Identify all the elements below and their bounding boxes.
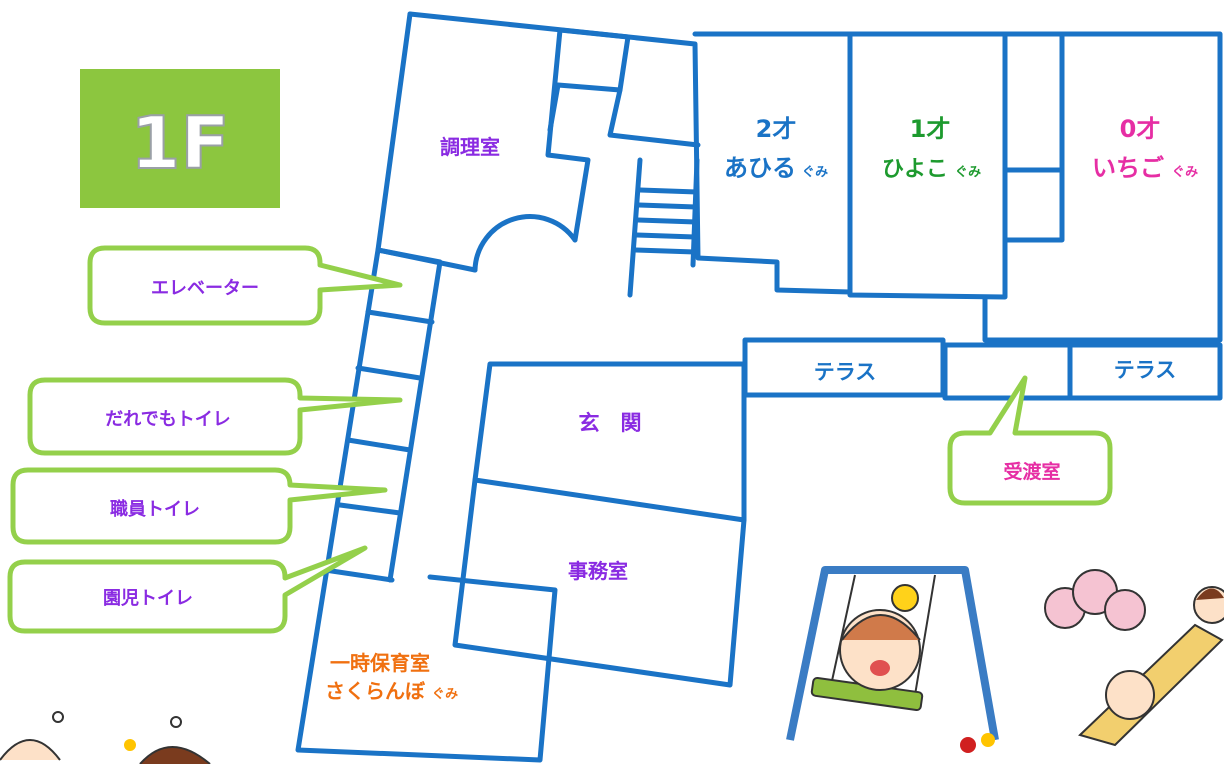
callout-staff-toilet-label: 職員トイレ [110,498,200,520]
wall-age1-room [847,31,1008,300]
chick-icon [891,584,919,612]
wall-divider [355,365,423,381]
child-hair [139,746,211,764]
wall-divider [322,567,395,583]
swing-chain [829,574,856,691]
wall-stair-right [690,157,700,268]
wall-kitchen-top [407,11,853,295]
callout-elevator-label: エレベーター [151,278,259,299]
floor-label: 1F [130,101,229,185]
sparkle-icon [170,716,182,728]
wall-office [452,477,747,688]
callout-handover-room: 受渡室 [947,375,1113,506]
wall-divider [337,502,403,516]
wall-stair-left [627,157,643,298]
callout-staff-toilet: 職員トイレ [10,467,388,545]
room-age1-name: ひよこ [882,157,948,182]
callout-bubble [87,245,403,326]
room-age1: 1才 ひよこ ぐみ [882,115,981,182]
child-face [1105,670,1155,720]
stair-step [636,202,699,210]
wall-terrace-right [942,342,1223,401]
room-temporary-care-title: 一時保育室 [330,651,430,675]
callout-bubble [10,467,388,545]
room-sakuranbo-name: さくらんぼ [325,679,426,703]
swing-chain [914,574,936,696]
callout-bubble [7,545,368,634]
callout-universal-toilet-label: だれでもトイレ [105,409,230,430]
flower-icon [960,737,976,753]
wall-entrance [472,361,747,523]
room-age2: 2才 あひる ぐみ [724,115,828,182]
wall-divider [345,437,413,453]
room-entrance: 玄 関 [579,411,642,435]
room-age0-suffix: ぐみ [1172,165,1198,180]
wall-corridor-right [375,247,443,583]
child-head [0,739,61,761]
walls [295,11,1223,763]
room-age1-suffix: ぐみ [955,165,981,180]
room-kitchen: 調理室 [440,135,500,159]
room-office: 事務室 [568,559,628,583]
swing-illustration [786,566,999,753]
room-age0-name: いちご [1092,154,1164,182]
wall-classrooms-outer [692,31,1223,343]
wall-kitchen-inner [545,27,591,243]
room-age0: 0才 いちご ぐみ [1092,115,1198,182]
callout-kids-toilet: 園児トイレ [7,545,368,634]
child-mouth [870,660,890,676]
callout-bubble [27,377,403,456]
sparkle-icon [52,711,64,723]
room-age2-suffix: ぐみ [802,165,828,180]
room-age0-age: 0才 [1120,115,1161,143]
room-temporary-care: 一時保育室 さくらんぼ ぐみ [325,651,458,703]
children-corner-illustration [0,711,211,764]
stair-step [633,247,698,255]
room-age1-age: 1才 [910,115,951,143]
flower-icon [124,739,136,751]
callout-handover-room-label: 受渡室 [1003,460,1060,483]
wall-age0-inner-2 [1002,31,1065,243]
callout-elevator: エレベーター [87,245,403,326]
room-age2-age: 2才 [756,115,797,143]
room-sakuranbo-suffix: ぐみ [432,687,458,702]
flower-icon [981,733,995,747]
floor-badge: 1F [80,69,280,208]
wall-corridor-left [295,247,558,763]
room-terrace-left: テラス [814,360,877,384]
slide-illustration [1044,569,1224,747]
cherry-tree-icon [1104,589,1146,631]
room-age2-name: あひる [724,154,796,182]
callout-universal-toilet: だれでもトイレ [27,377,403,456]
stair-step [637,187,700,195]
room-terrace-right: テラス [1114,358,1177,382]
wall-kitchen-arc [472,214,578,273]
wall-storage-2 [607,87,701,148]
swing-frame [786,566,999,741]
stair-step [634,232,698,240]
child-hair [1196,588,1224,600]
callout-bubble [947,375,1113,506]
callout-kids-toilet-label: 園児トイレ [103,588,193,609]
stair-step [635,217,699,225]
wall-divider [365,309,435,325]
floor-badge-background [80,69,280,208]
child-hair [841,614,921,641]
